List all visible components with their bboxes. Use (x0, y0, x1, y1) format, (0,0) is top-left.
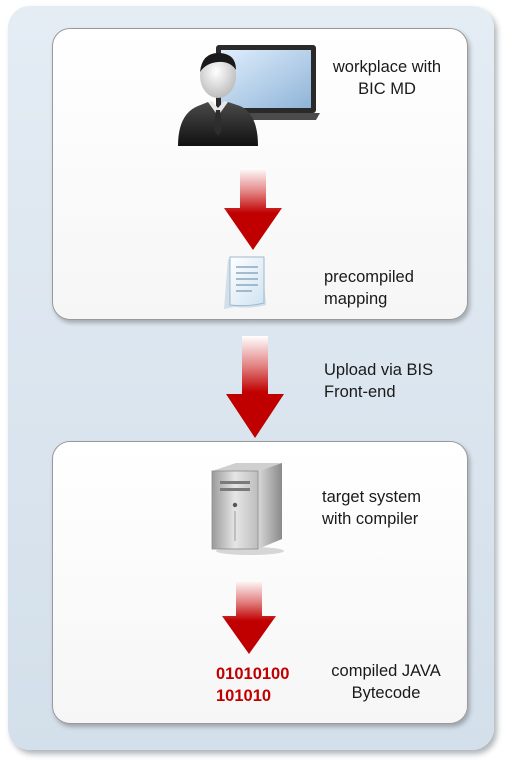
compiled-label: compiled JAVA Bytecode (331, 662, 441, 702)
down-arrow-icon (226, 336, 284, 438)
workplace-label: workplace with BIC MD (332, 58, 442, 98)
mapping-label: precompiled mapping (324, 268, 414, 308)
bytecode-line-2: 101010 (216, 687, 272, 705)
down-arrow-icon (224, 168, 282, 250)
document-icon (224, 256, 266, 309)
upload-label: Upload via BIS Front-end (324, 361, 434, 401)
server-tower-icon (211, 463, 284, 555)
user-at-laptop-icon (178, 45, 320, 146)
down-arrow-icon (222, 580, 276, 654)
bytecode-line-1: 01010100 (216, 665, 290, 683)
target-label: target system with compiler (322, 488, 422, 528)
